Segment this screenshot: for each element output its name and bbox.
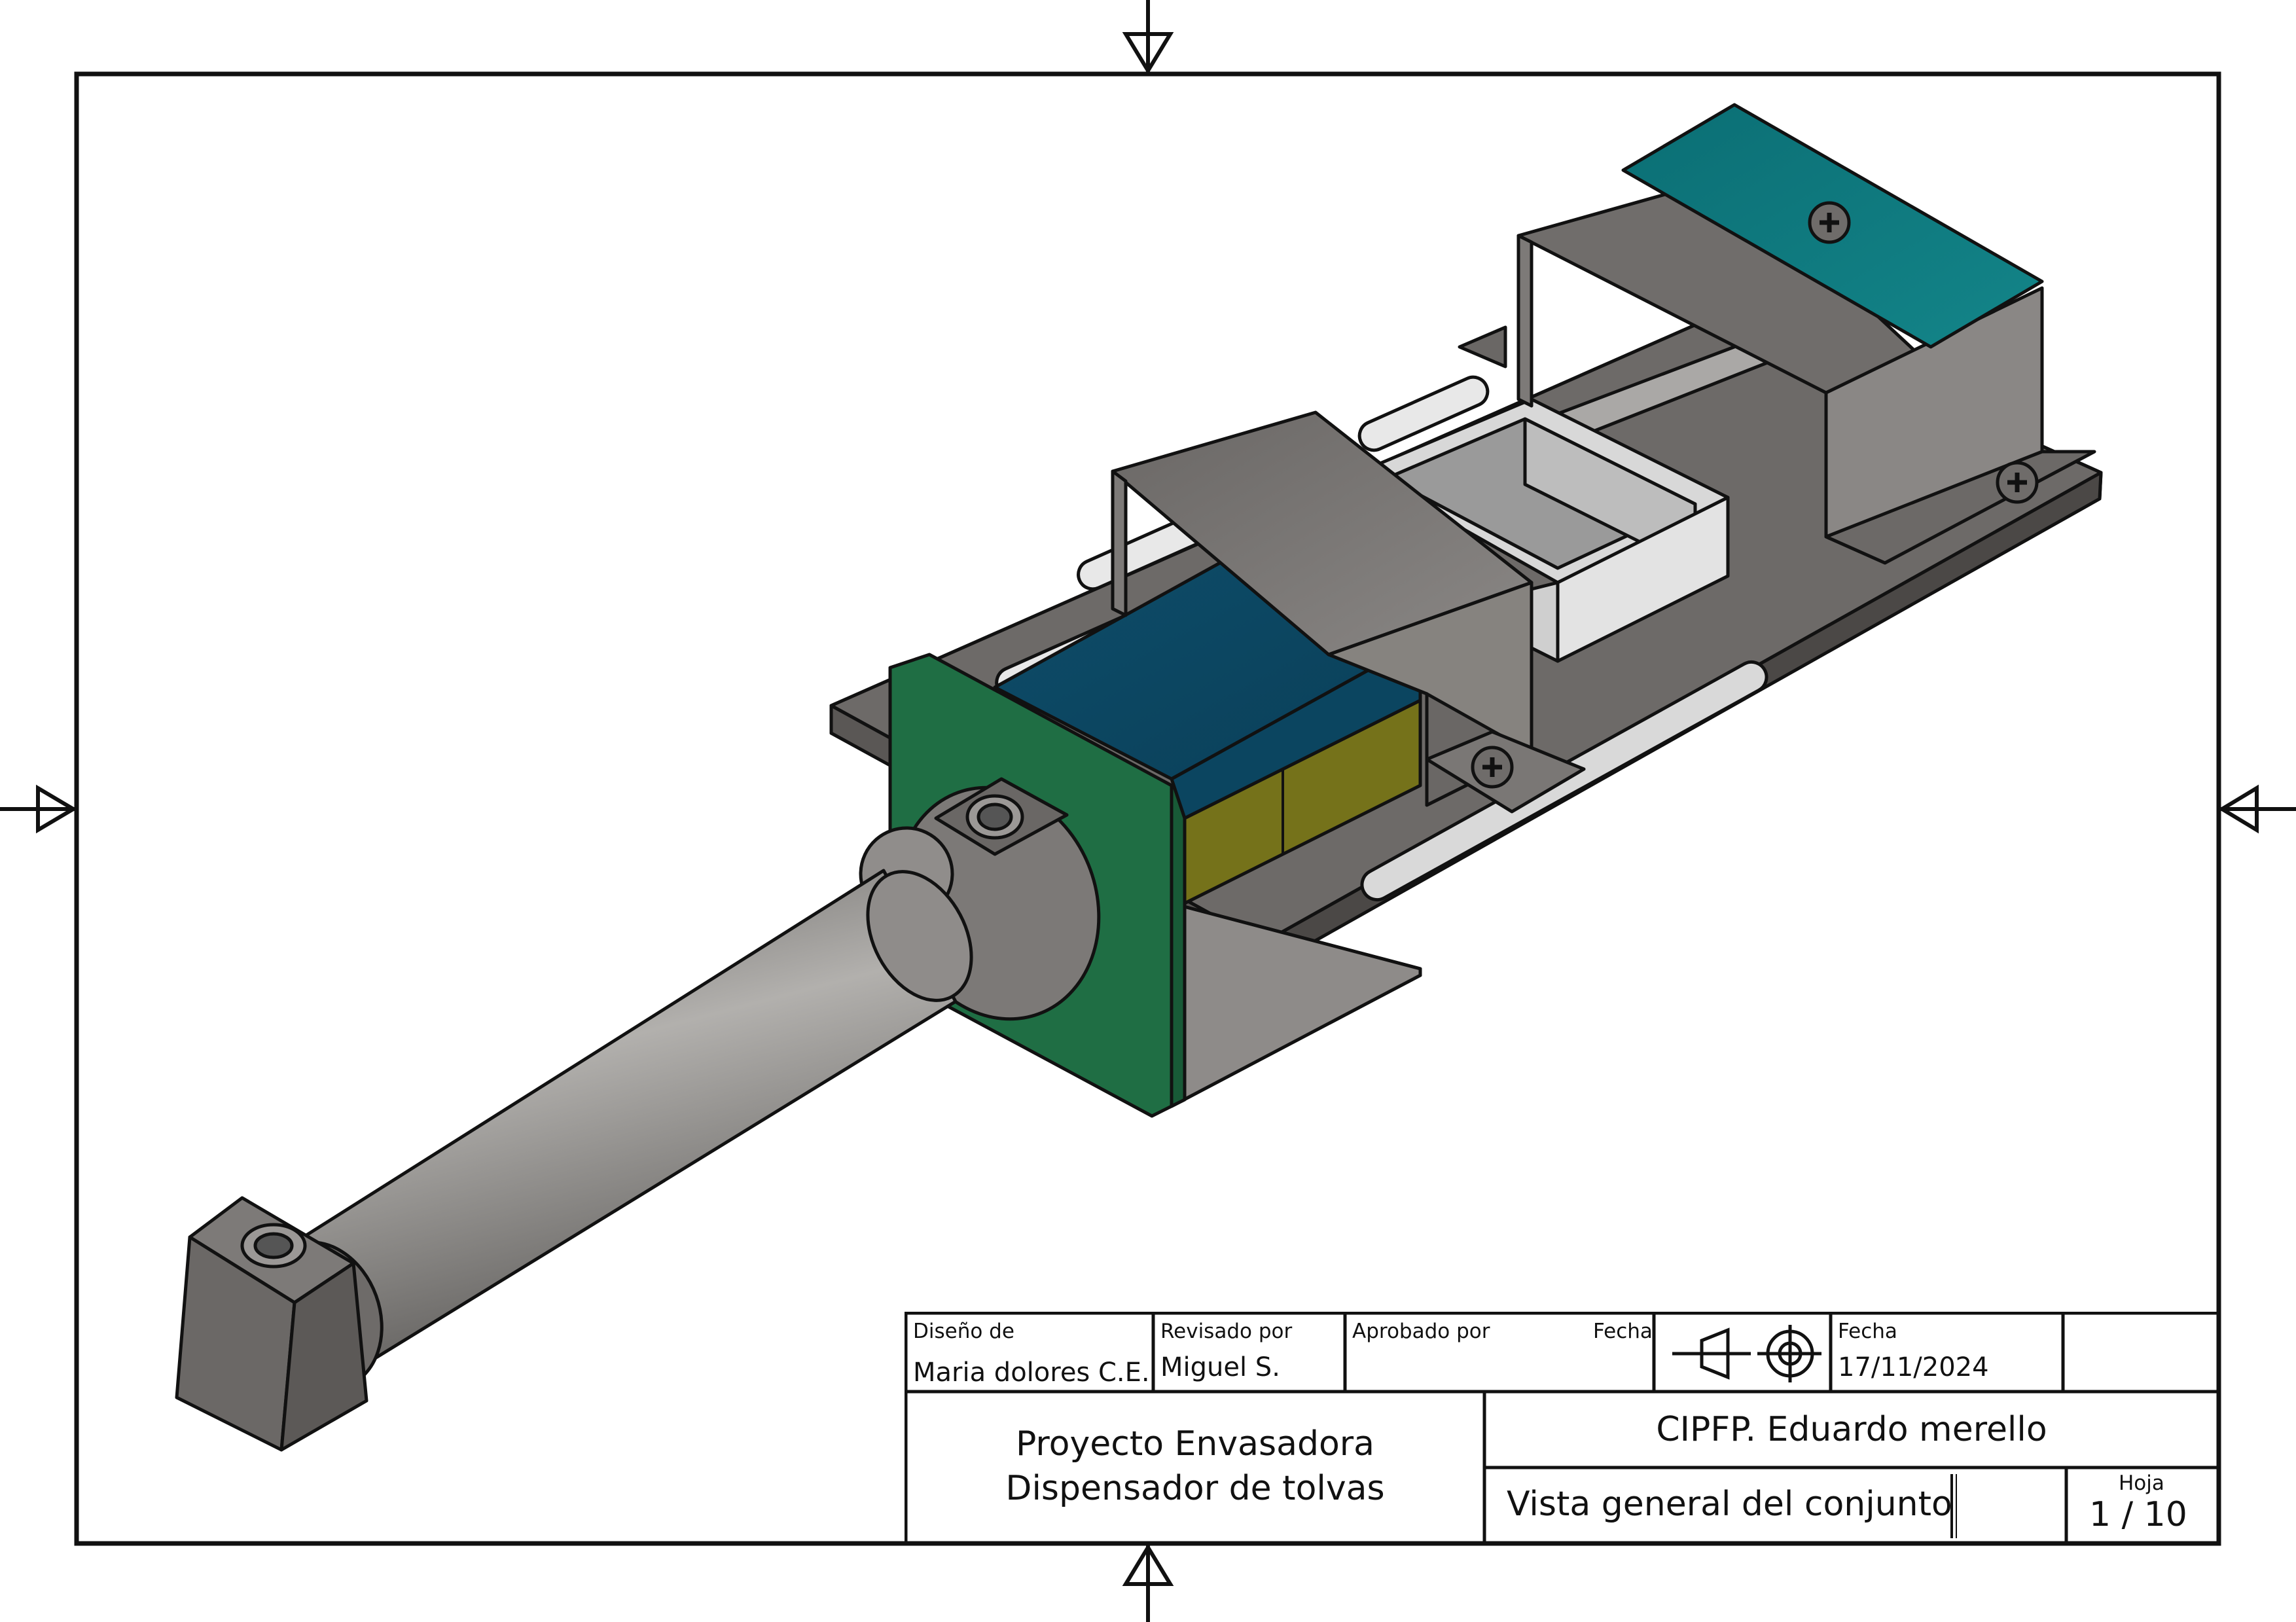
screw bbox=[1808, 201, 1851, 244]
rod-end bbox=[175, 1196, 384, 1452]
sheet-label: Hoja bbox=[2119, 1471, 2164, 1495]
project-line-1: Proyecto Envasadora bbox=[1015, 1424, 1375, 1464]
slot bbox=[1357, 375, 1490, 452]
hopper bbox=[1359, 397, 1730, 663]
view-title: Vista general del conjunto bbox=[1507, 1485, 1952, 1524]
date-value: 17/11/2024 bbox=[1838, 1352, 1989, 1382]
first-angle-projection-icon bbox=[1672, 1325, 1821, 1382]
centering-mark-bottom bbox=[1122, 1543, 1174, 1622]
reviewer-value: Miguel S. bbox=[1160, 1352, 1280, 1382]
screw bbox=[1471, 746, 1514, 789]
screw bbox=[1996, 461, 2039, 504]
reviewer-label: Revisado por bbox=[1160, 1320, 1293, 1343]
sheet-value: 1 / 10 bbox=[2089, 1495, 2187, 1534]
project-line-2: Dispensador de tolvas bbox=[1005, 1469, 1385, 1508]
project-title: Proyecto Envasadora Dispensador de tolva… bbox=[906, 1422, 1484, 1511]
centering-mark-top bbox=[1122, 0, 1174, 75]
approver-date-label: Fecha bbox=[1593, 1320, 1653, 1343]
date-label: Fecha bbox=[1838, 1320, 1897, 1343]
institution-name: CIPFP. Eduardo merello bbox=[1656, 1410, 2047, 1449]
designer-value: Maria dolores C.E. bbox=[913, 1358, 1150, 1388]
centering-mark-left bbox=[0, 784, 77, 834]
approver-label: Aprobado por bbox=[1352, 1320, 1490, 1343]
centering-mark-right bbox=[2218, 784, 2296, 834]
title-block: Diseño de Maria dolores C.E. Revisado po… bbox=[905, 1312, 2219, 1543]
lower-channel bbox=[1170, 901, 1422, 1108]
designer-label: Diseño de bbox=[913, 1320, 1014, 1343]
assembly-model bbox=[175, 103, 2103, 1452]
title-block-lines bbox=[905, 1312, 2219, 1543]
